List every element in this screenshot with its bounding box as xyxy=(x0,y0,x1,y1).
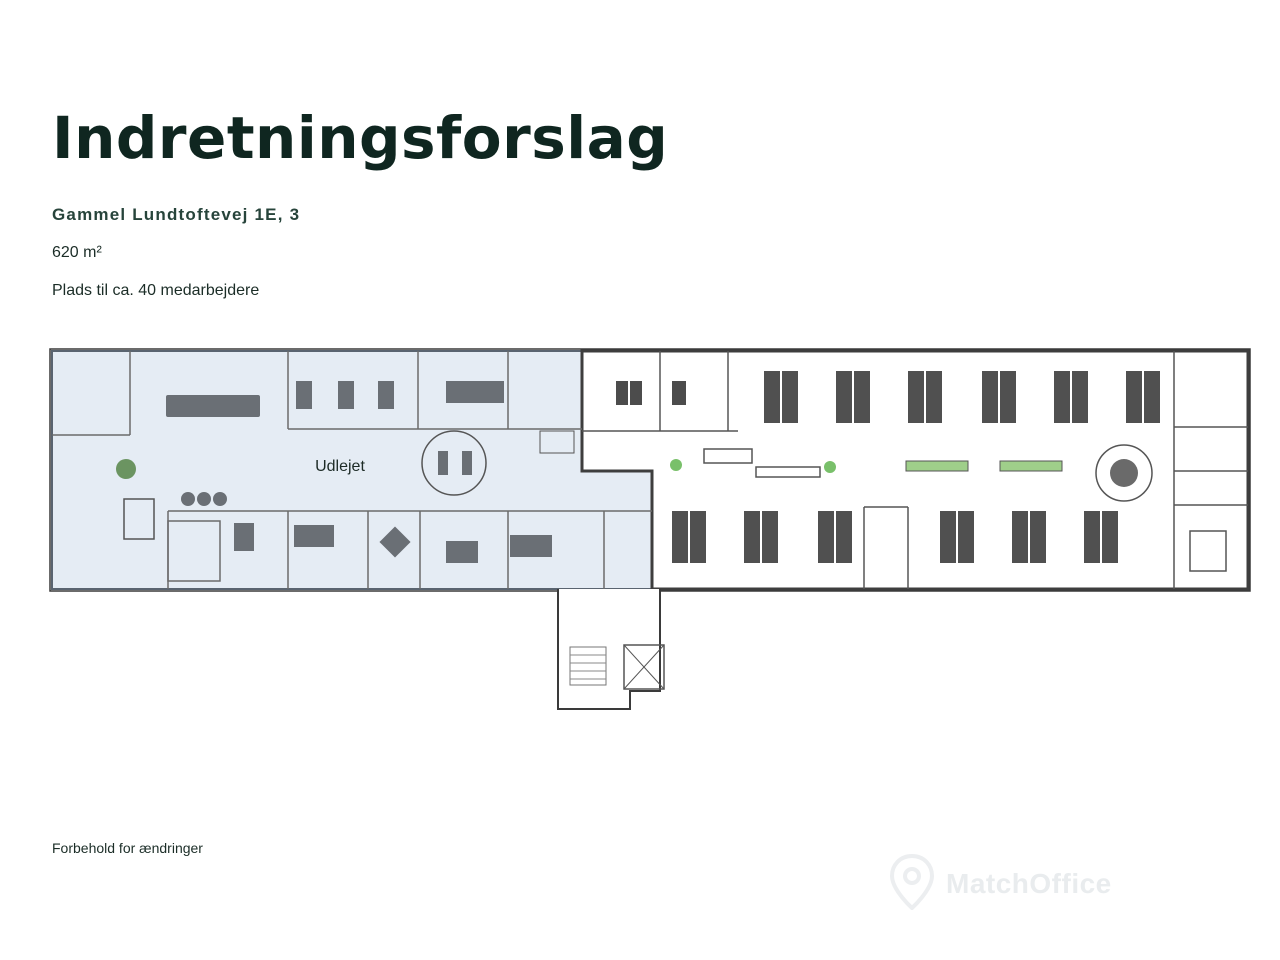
lounge-furniture xyxy=(670,444,1227,572)
floor-plan: Udlejet xyxy=(49,348,1251,710)
property-area: 620 m² xyxy=(52,244,102,261)
property-address: Gammel Lundtoftevej 1E, 3 xyxy=(52,205,301,224)
rented-label: Udlejet xyxy=(315,458,365,475)
office-walls xyxy=(582,351,1248,589)
private-office-desks xyxy=(616,381,686,405)
disclaimer: Forbehold for ændringer xyxy=(52,840,203,856)
open-office-desks-bottom xyxy=(672,511,1118,563)
location-pin-icon xyxy=(890,854,934,910)
open-office-desks-top xyxy=(764,371,1160,423)
property-capacity: Plads til ca. 40 medarbejdere xyxy=(52,282,260,299)
watermark: MatchOffice xyxy=(884,854,1154,914)
watermark-text: MatchOffice xyxy=(946,868,1112,899)
interior-walls xyxy=(52,351,652,589)
stairwell xyxy=(557,589,665,710)
page-title: Indretningsforslag xyxy=(52,104,669,172)
rented-furniture xyxy=(116,381,575,563)
